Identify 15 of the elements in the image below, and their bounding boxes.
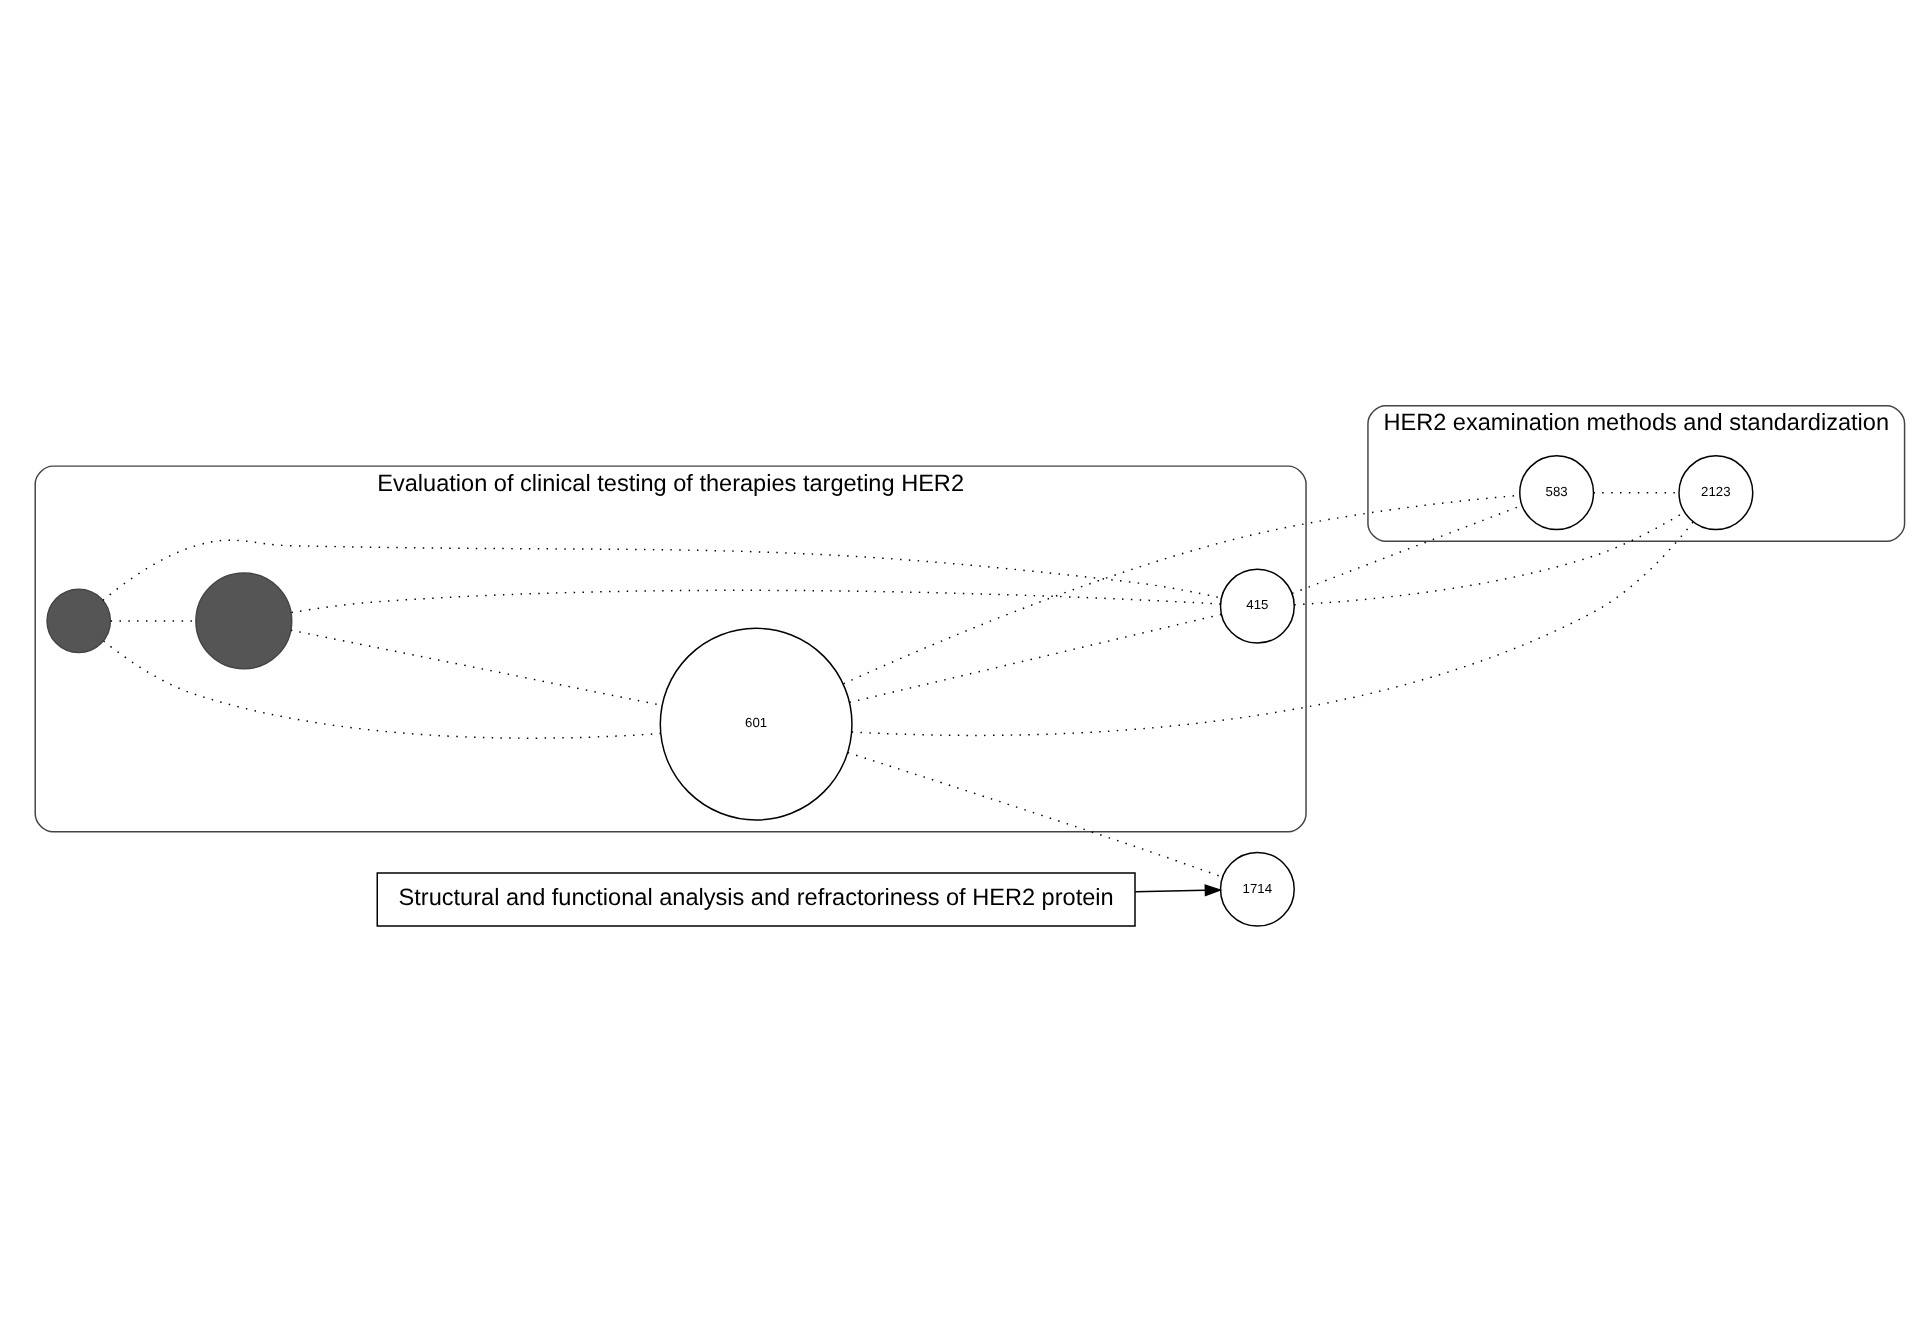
connector xyxy=(1293,510,1686,605)
connector xyxy=(851,520,1694,735)
arrow xyxy=(1134,883,1223,896)
connector xyxy=(102,639,662,738)
connector xyxy=(290,588,1221,613)
node-circle xyxy=(195,571,293,669)
connector xyxy=(102,538,1222,601)
connector xyxy=(847,750,1223,877)
node-circle xyxy=(46,587,112,653)
connector xyxy=(1592,490,1680,493)
connector xyxy=(290,628,663,706)
connector xyxy=(1291,503,1523,594)
connector xyxy=(848,612,1222,703)
connector xyxy=(842,493,1521,684)
node-box: Structural and functional analysis and refractoriness of HER2 protein xyxy=(376,871,1136,926)
